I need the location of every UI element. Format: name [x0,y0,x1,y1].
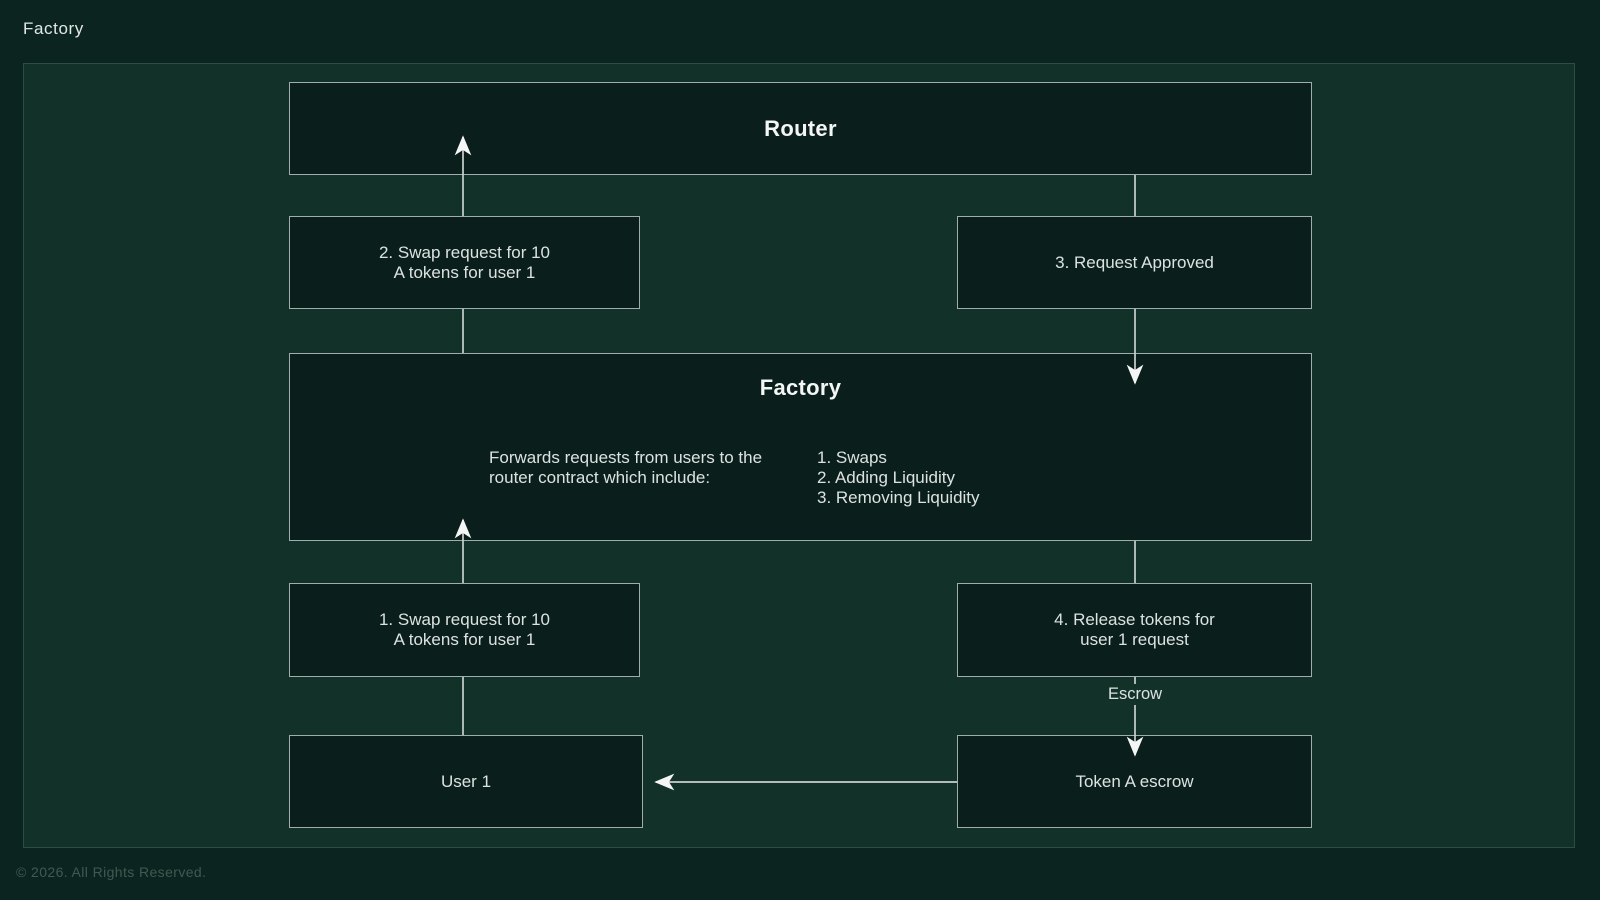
node-swap-request-2-line1: 2. Swap request for 10 [378,242,551,262]
node-factory: Factory Forwards requests from users to … [289,353,1312,541]
node-request-approved-label: 3. Request Approved [1055,252,1214,272]
node-router: Router [289,82,1312,175]
copyright: © 2026. All Rights Reserved. [16,864,207,880]
node-user1-label: User 1 [440,771,492,791]
node-swap-request-1-line2: A tokens for user 1 [393,630,536,649]
node-release-tokens: 4. Release tokens for user 1 request [957,583,1312,677]
node-token-escrow: Token A escrow [957,735,1312,828]
node-factory-description: Forwards requests from users to the rout… [489,448,762,488]
node-factory-title: Factory [759,375,842,400]
node-factory-list: 1. Swaps 2. Adding Liquidity 3. Removing… [817,448,980,508]
node-release-tokens-line1: 4. Release tokens for [1054,610,1215,629]
edge-label-escrow: Escrow [1101,684,1169,705]
node-user1: User 1 [289,735,643,828]
node-swap-request-1-line1: 1. Swap request for 10 [378,610,551,629]
node-factory-list-item: 2. Adding Liquidity [817,468,955,487]
node-swap-request-1: 1. Swap request for 10 A tokens for user… [289,583,640,677]
node-token-escrow-label: Token A escrow [1075,771,1194,791]
node-router-label: Router [764,115,837,141]
page-title: Factory [23,19,84,38]
node-swap-request-2-line2: A tokens for user 1 [393,262,536,282]
node-release-tokens-line2: user 1 request [1080,630,1189,649]
node-factory-description-line1: Forwards requests from users to the [489,448,763,467]
node-swap-request-2: 2. Swap request for 10 A tokens for user… [289,216,640,309]
node-factory-description-line2: router contract which include: [489,468,711,487]
node-factory-list-item: 3. Removing Liquidity [817,488,980,507]
node-factory-list-item: 1. Swaps [817,448,887,467]
node-request-approved: 3. Request Approved [957,216,1312,309]
